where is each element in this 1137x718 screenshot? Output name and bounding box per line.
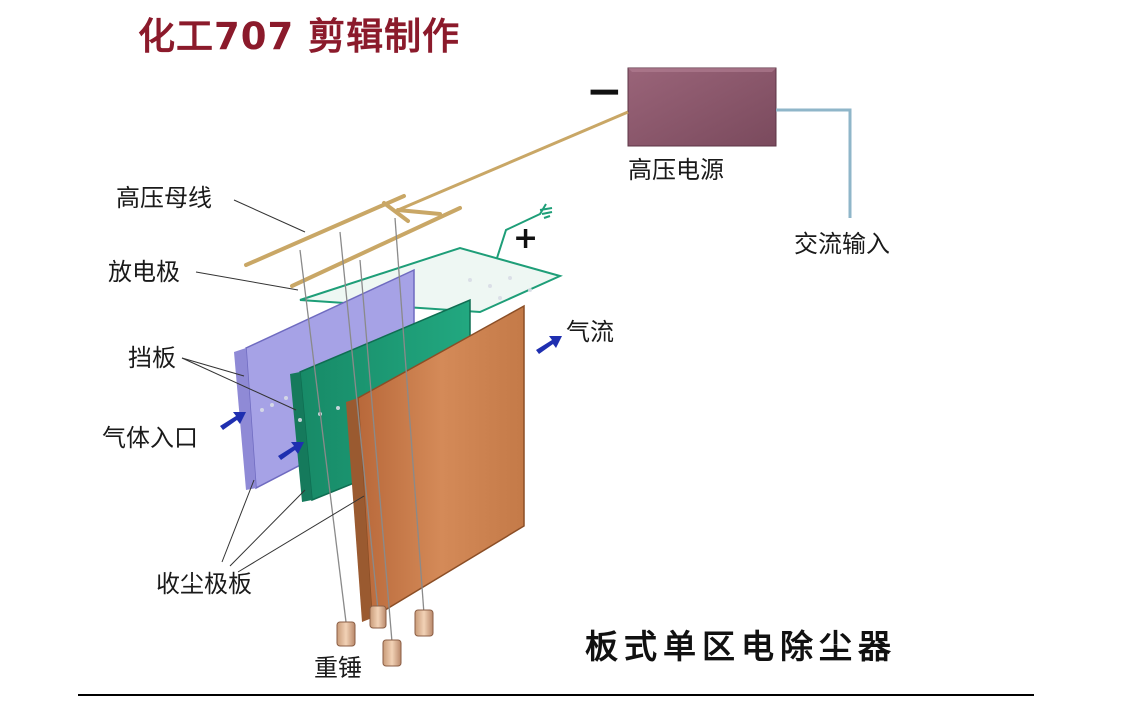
discharge-wires xyxy=(299,217,425,643)
ground-symbol xyxy=(496,203,553,259)
label-hv-bus: 高压母线 xyxy=(116,184,212,212)
hv-bus-bars xyxy=(244,194,462,288)
label-collecting-plate: 收尘极板 xyxy=(156,570,252,598)
top-rail xyxy=(299,246,563,314)
label-airflow: 气流 xyxy=(566,318,614,346)
collecting-plate-orange xyxy=(346,304,525,622)
label-discharge-electrode: 放电极 xyxy=(108,258,180,286)
label-baffle: 挡板 xyxy=(128,344,176,372)
hv-cable xyxy=(397,110,629,212)
label-ac-input: 交流输入 xyxy=(794,230,890,258)
airflow-arrows xyxy=(220,336,562,460)
gas-particles xyxy=(260,276,532,422)
page-title: 化工707 剪辑制作 xyxy=(138,15,461,58)
ac-input-cable xyxy=(776,108,852,218)
label-gas-inlet: 气体入口 xyxy=(102,424,198,452)
label-weight: 重锤 xyxy=(314,654,362,682)
weights xyxy=(336,605,434,667)
negative-terminal-symbol: − xyxy=(586,66,623,117)
power-supply-box xyxy=(627,67,777,147)
leader-lines xyxy=(181,199,365,573)
label-power-supply: 高压电源 xyxy=(628,156,724,184)
positive-terminal-symbol: + xyxy=(513,221,539,256)
diagram-caption: 板式单区电除尘器 xyxy=(585,627,897,666)
bottom-divider xyxy=(78,694,1034,696)
